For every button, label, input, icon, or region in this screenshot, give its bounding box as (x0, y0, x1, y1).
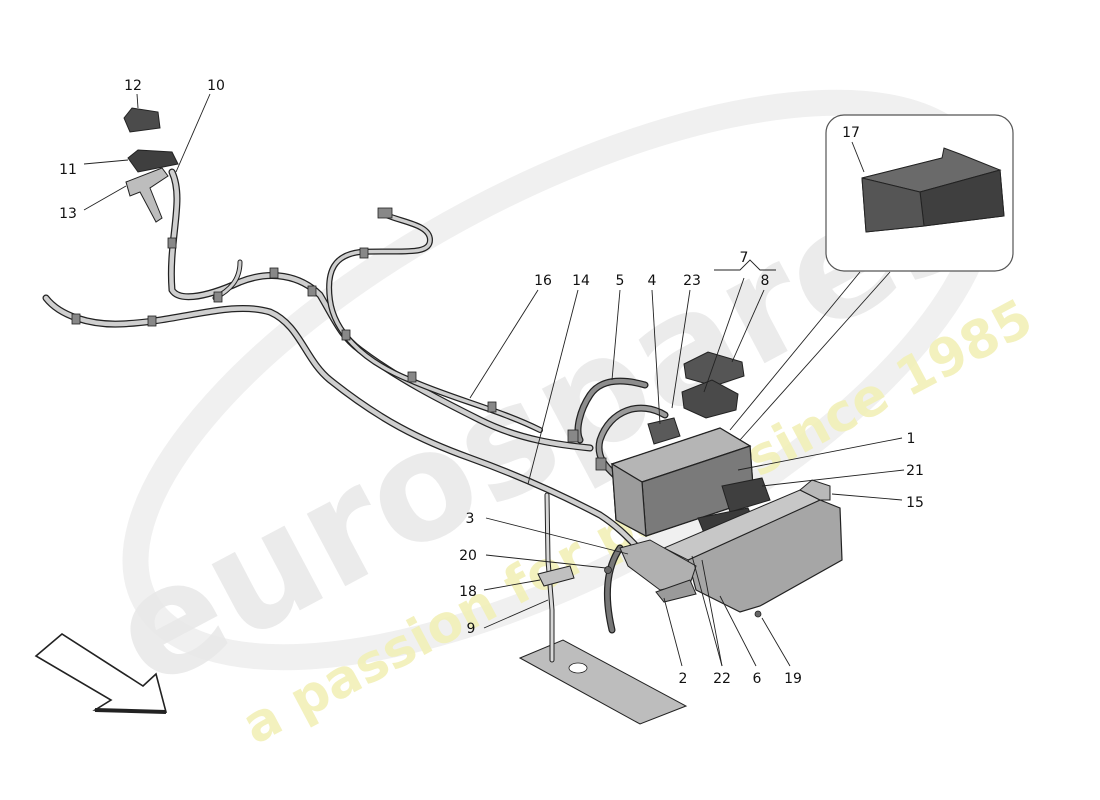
part-1-battery (610, 427, 755, 538)
callout-7: 7 (740, 250, 749, 266)
part-4-sensor (647, 417, 681, 445)
part-6-battery-tray (662, 479, 843, 613)
callout-19: 19 (784, 671, 802, 687)
callout-10: 10 (207, 78, 225, 94)
part-7-fuse-module (681, 379, 739, 419)
part-11-fuse-box (127, 149, 179, 173)
callout-21: 21 (906, 463, 924, 479)
callout-23: 23 (683, 273, 701, 289)
callout-9: 9 (467, 621, 476, 637)
harness-clips (71, 207, 607, 471)
callout-14: 14 (572, 273, 590, 289)
part-19-screw (754, 610, 762, 618)
direction-arrow (34, 633, 168, 713)
callout-13: 13 (59, 206, 77, 222)
wiring-harness (42, 168, 669, 663)
part-20-screw (604, 566, 612, 574)
direction-arrow-shadow (94, 708, 167, 714)
callout-4: 4 (648, 273, 657, 289)
callout-12: 12 (124, 78, 142, 94)
callout-3: 3 (466, 511, 475, 527)
part-18-clamp (537, 565, 575, 587)
callout-2: 2 (679, 671, 688, 687)
callout-11: 11 (59, 162, 77, 178)
part-21-pad (721, 477, 771, 513)
callout-15: 15 (906, 495, 924, 511)
callout-5: 5 (616, 273, 625, 289)
callout-8: 8 (761, 273, 770, 289)
leader-lines (83, 93, 905, 667)
callout-6: 6 (753, 671, 762, 687)
callout-17: 17 (842, 125, 860, 141)
callout-20: 20 (459, 548, 477, 564)
callout-18: 18 (459, 584, 477, 600)
part-13-bracket (125, 167, 169, 223)
part-8-module-cover (683, 351, 745, 387)
part-3-bracket (619, 539, 697, 603)
inset-box-part-17 (825, 114, 1014, 272)
floor-mat (518, 639, 688, 725)
callout-16: 16 (534, 273, 552, 289)
part-12-fuse-cover (123, 107, 161, 133)
callout-22: 22 (713, 671, 731, 687)
callout-labels: 12 10 11 13 16 14 5 4 23 7 8 17 1 21 15 … (59, 78, 924, 687)
callout-1: 1 (907, 431, 916, 447)
